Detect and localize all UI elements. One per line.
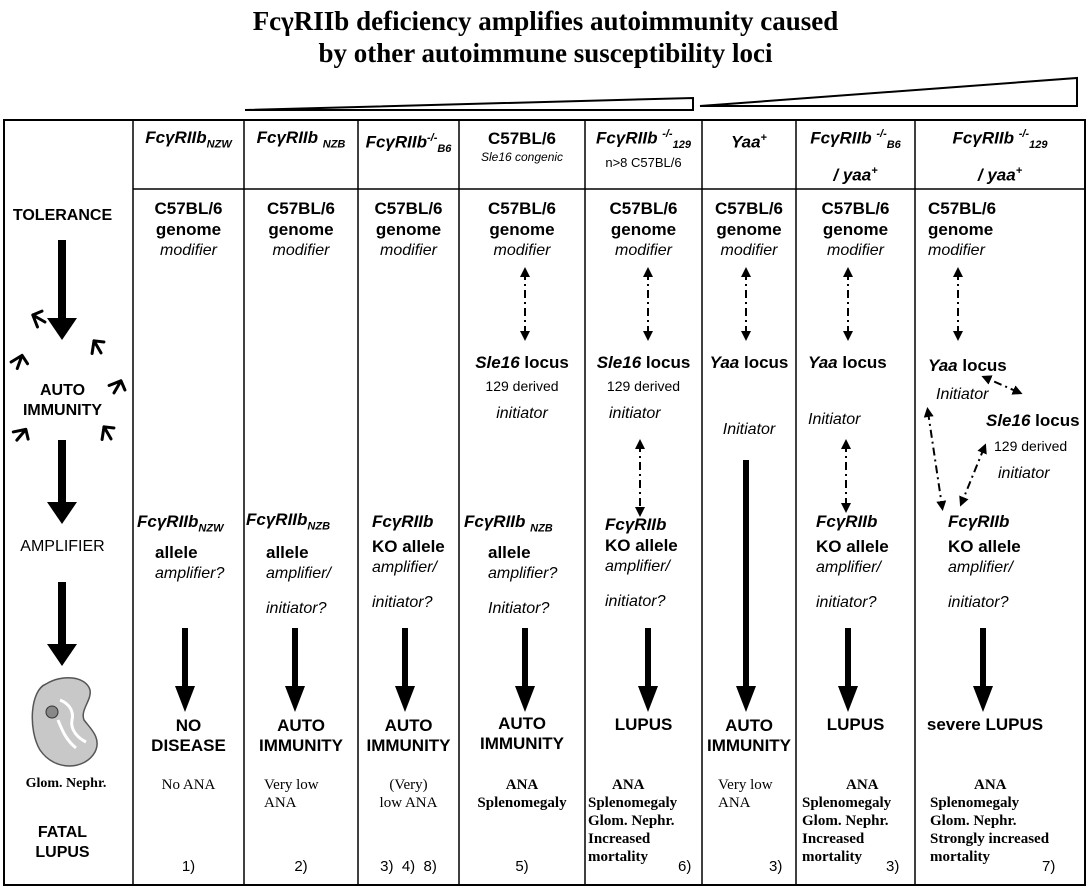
col1-header: FcγRIIbNZW [145,128,232,151]
gradient-wedge-right [699,76,1078,107]
col8-phenotype: ANA Splenomegaly Glom. Nephr. Strongly i… [930,777,1050,865]
col7-yaa-locus: Yaa locus Initiator [808,353,887,428]
col8-outcome: severe LUPUS [926,715,1044,734]
col5-header: FcγRIIb -/-129 n>8 C57BL/6 [596,128,691,171]
outcome-arrows [182,460,986,690]
tolerance-label: TOLERANCE [12,207,113,224]
col7-phenotype: ANA Splenomegaly Glom. Nephr. Increased … [802,777,892,865]
col5-outcome: LUPUS [614,715,673,734]
dashdot-arrows [520,267,1023,517]
left-arrowheads [47,318,77,666]
column-dividers [132,120,916,885]
col5-fcgr-allele: FcγRIIb KO allele amplifier/ initiator? [605,515,678,610]
col2-reference: 2) [294,858,308,875]
col8-reference: 7) [1042,858,1056,875]
col7-fcgr-allele: FcγRIIb KO allele amplifier/ initiator? [816,512,889,611]
col1-reference: 1) [181,858,196,875]
amplifier-label: AMPLIFIER [20,538,105,555]
col5-sle16-locus: Sle16 locus 129 derived initiator [596,353,691,422]
gradient-wedge-left [244,96,694,111]
figure-title-line2: by other autoimmune susceptibility loci [318,38,773,68]
col1-fcgr-allele: FcγRIIbNZW allele amplifier? [137,512,225,583]
col2-fcgr-allele: FcγRIIbNZB allele amplifier/ initiator? [246,510,331,618]
col3-fcgr-allele: FcγRIIb KO allele amplifier/ initiator? [372,512,445,611]
col7-outcome: LUPUS [826,715,885,734]
col3-header: FcγRIIb-/-B6 [365,132,452,156]
fatal-lupus-label: FATAL LUPUS [35,824,90,861]
col8-fcgr-allele: FcγRIIb KO allele amplifier/ initiator? [948,512,1021,611]
outcome-arrowheads [175,686,993,712]
col8-sle16-locus: Sle16 locus 129 derived initiator [986,411,1080,482]
col3-reference: 3) 4) 8) [380,858,437,875]
col1-phenotype: No ANA [161,777,216,793]
col6-reference: 3) [769,858,783,875]
col4-header: C57BL/6 Sle16 congenic [480,129,564,164]
col6-yaa-locus: Yaa locus Initiator [709,353,789,438]
col8-header: FcγRIIb -/-129 / yaa+ [952,128,1048,185]
col7-reference: 3) [886,858,900,875]
table-frame [3,119,1086,886]
col8-yaa-locus: Yaa locus Initiator [928,356,1007,403]
autoimmunity-label: AUTO IMMUNITY [22,382,103,419]
antibody-icons [9,309,127,442]
col5-reference: 6) [678,858,692,875]
kidney-icon [31,677,98,767]
col4-reference: 5) [515,858,529,875]
col6-header: Yaa+ [730,132,768,152]
col4-sle16-locus: Sle16 locus 129 derived initiator [475,353,569,422]
col3-phenotype: (Very)low ANA [379,777,438,811]
col7-header: FcγRIIb -/-B6 / yaa+ [810,128,901,185]
glom-nephr-label: Glom. Nephr. [25,776,107,791]
col2-header: FcγRIIb NZB [256,128,346,151]
col5-phenotype: ANA Splenomegaly Glom. Nephr. Increased … [588,777,678,865]
col4-fcgr-allele: FcγRIIb NZB allele amplifier? Initiator? [464,512,558,618]
figure-title-line1: FcγRIIb deficiency amplifies autoimmunit… [252,6,839,36]
